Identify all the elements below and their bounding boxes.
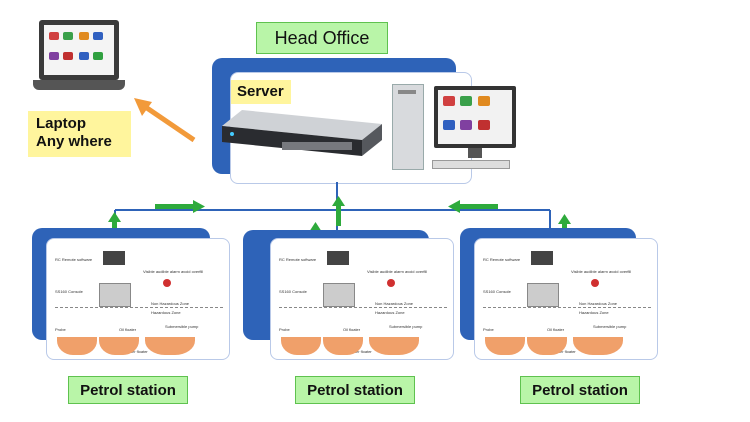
non-hazard-label: Non Hazardous Zone bbox=[375, 301, 414, 306]
station-card-3: RC Remote software Visible audible alarm… bbox=[474, 238, 658, 360]
console-icon bbox=[99, 283, 131, 307]
hazard-label: Hazardous Zone bbox=[579, 310, 609, 315]
rack-server-icon bbox=[222, 108, 382, 156]
server-label: Server bbox=[231, 80, 291, 104]
oil-floater-label: Oil floater bbox=[343, 327, 361, 332]
station-card-1: RC Remote software Visible audible alarm… bbox=[46, 238, 230, 360]
tank-icon bbox=[99, 337, 139, 355]
tank-icon bbox=[573, 337, 623, 355]
pump-label: Submersible pump bbox=[389, 324, 423, 329]
station-card-2: RC Remote software Visible audible alarm… bbox=[270, 238, 454, 360]
station-label-1: Petrol station bbox=[68, 376, 188, 404]
pump-label: Submersible pump bbox=[165, 324, 199, 329]
zone-divider bbox=[279, 307, 447, 308]
monitor-icon bbox=[103, 251, 125, 265]
tank-icon bbox=[145, 337, 195, 355]
station-label-3: Petrol station bbox=[520, 376, 640, 404]
tank-icon bbox=[485, 337, 525, 355]
alarm-icon bbox=[387, 279, 395, 287]
hazard-label: Hazardous Zone bbox=[375, 310, 405, 315]
tank-icon bbox=[57, 337, 97, 355]
console-label: SS160 Console bbox=[55, 289, 83, 294]
software-label: RC Remote software bbox=[483, 257, 521, 262]
laptop-icon bbox=[33, 20, 125, 105]
water-floater-label: Water floater bbox=[125, 349, 148, 354]
monitor-icon bbox=[327, 251, 349, 265]
console-icon bbox=[527, 283, 559, 307]
oil-floater-label: Oil floater bbox=[119, 327, 137, 332]
tank-icon bbox=[369, 337, 419, 355]
alarm-label: Visible audible alarm avoid overfill bbox=[367, 269, 428, 274]
water-floater-label: Water floater bbox=[349, 349, 372, 354]
probe-label: Probe bbox=[55, 327, 66, 332]
software-label: RC Remote software bbox=[279, 257, 317, 262]
station-label-2: Petrol station bbox=[295, 376, 415, 404]
probe-label: Probe bbox=[279, 327, 290, 332]
head-office-label: Head Office bbox=[256, 22, 388, 54]
oil-floater-label: Oil floater bbox=[547, 327, 565, 332]
software-label: RC Remote software bbox=[55, 257, 93, 262]
non-hazard-label: Non Hazardous Zone bbox=[151, 301, 190, 306]
workstation-icon bbox=[388, 84, 518, 174]
zone-divider bbox=[55, 307, 223, 308]
non-hazard-label: Non Hazardous Zone bbox=[579, 301, 618, 306]
alarm-icon bbox=[591, 279, 599, 287]
alarm-label: Visible audible alarm avoid overfill bbox=[571, 269, 632, 274]
alarm-icon bbox=[163, 279, 171, 287]
tank-icon bbox=[281, 337, 321, 355]
water-floater-label: Water floater bbox=[553, 349, 576, 354]
console-label: SS160 Console bbox=[279, 289, 307, 294]
pump-label: Submersible pump bbox=[593, 324, 627, 329]
zone-divider bbox=[483, 307, 651, 308]
console-icon bbox=[323, 283, 355, 307]
monitor-icon bbox=[531, 251, 553, 265]
alarm-label: Visible audible alarm avoid overfill bbox=[143, 269, 204, 274]
probe-label: Probe bbox=[483, 327, 494, 332]
console-label: SS160 Console bbox=[483, 289, 511, 294]
orange-arrow bbox=[134, 98, 196, 143]
tank-icon bbox=[323, 337, 363, 355]
laptop-label: Laptop Any where bbox=[28, 111, 131, 157]
hazard-label: Hazardous Zone bbox=[151, 310, 181, 315]
tank-icon bbox=[527, 337, 567, 355]
